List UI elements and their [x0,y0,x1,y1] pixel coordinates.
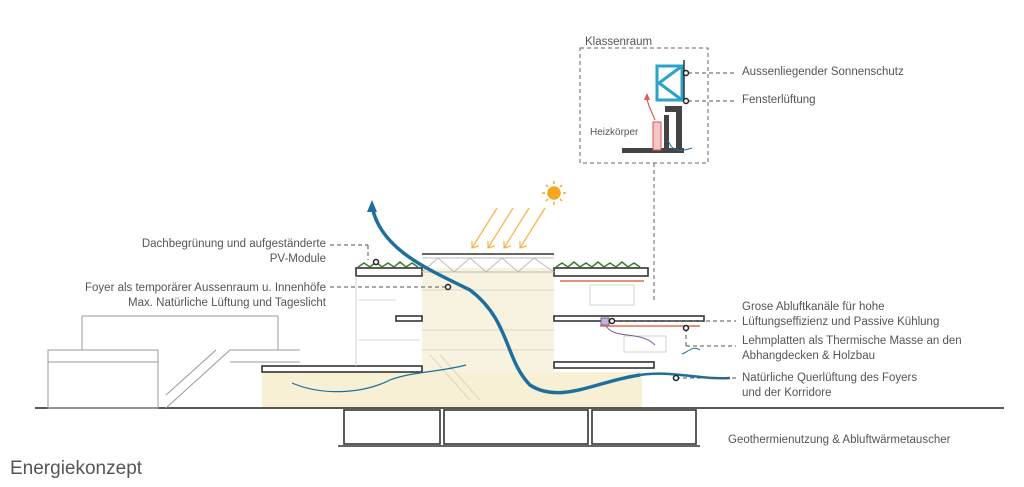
exhaust-duct [600,317,610,326]
ground-floor-airflow [291,364,467,393]
sun-rays [471,207,546,249]
leader-dots [372,69,690,382]
building-structure [261,253,705,447]
page-title: Energiekonzept [10,458,143,479]
green-roof [357,261,641,268]
classroom-detail-box [579,47,709,164]
main-airflow-path [370,205,641,395]
interior-lines [355,276,667,401]
exhaust-flow-arrow [605,325,656,346]
fresh-air-flow [667,139,693,151]
roof-truss [421,257,555,273]
label-exhaust-ducts: Grose Abluftkanäle für hohe Lüftungseffi… [742,300,939,330]
heater-icon [652,121,662,151]
wall-section [664,115,669,150]
leader-lines [330,72,736,379]
label-green-roof-line1: Dachbegrünung und aufgeständerte [141,238,326,250]
left-terrace [47,315,300,409]
label-clay-panels-line1: Lehmplatten als Thermische Masse an den [742,335,962,347]
heater-label: Heizkörper [590,127,639,138]
label-foyer-line2: Max. Natürliche Lüftung und Tageslicht [128,297,326,309]
detail-box-title: Klassenraum [585,36,653,48]
label-cross-ventilation-line1: Natürliche Querlüftung des Foyers [742,372,918,384]
label-green-roof-line2: PV-Module [269,253,326,265]
sun-icon [542,181,566,205]
sun-shading-icon [655,64,684,102]
label-exhaust-ducts-line1: Grose Abluftkanäle für hohe [742,301,885,313]
label-exhaust-ducts-line2: Lüftungseffizienz und Passive Kühlung [742,316,940,328]
label-clay-panels-line2: Abhangdecken & Holzbau [742,350,875,362]
room-airflow [681,347,701,355]
label-cross-ventilation: Natürliche Querlüftung des Foyers und de… [742,371,917,401]
warm-air-flow [646,97,656,121]
label-clay-panels: Lehmplatten als Thermische Masse an den … [742,334,962,364]
airflow-arrowhead-icon [367,200,377,212]
label-geothermal: Geothermienutzung & Abluftwärmetauscher [728,434,951,446]
label-green-roof: Dachbegrünung und aufgeständerte PV-Modu… [142,237,326,267]
warm-air-arrow-icon [644,93,650,100]
window-sill [665,106,682,148]
label-foyer: Foyer als temporärer Aussenraum u. Innen… [85,281,326,311]
label-foyer-line1: Foyer als temporärer Aussenraum u. Innen… [85,282,326,294]
label-sun-shading: Aussenliegender Sonnenschutz [742,66,904,78]
label-cross-ventilation-line2: und der Korridore [742,387,832,399]
label-window-ventilation: Fensterlüftung [742,94,816,106]
